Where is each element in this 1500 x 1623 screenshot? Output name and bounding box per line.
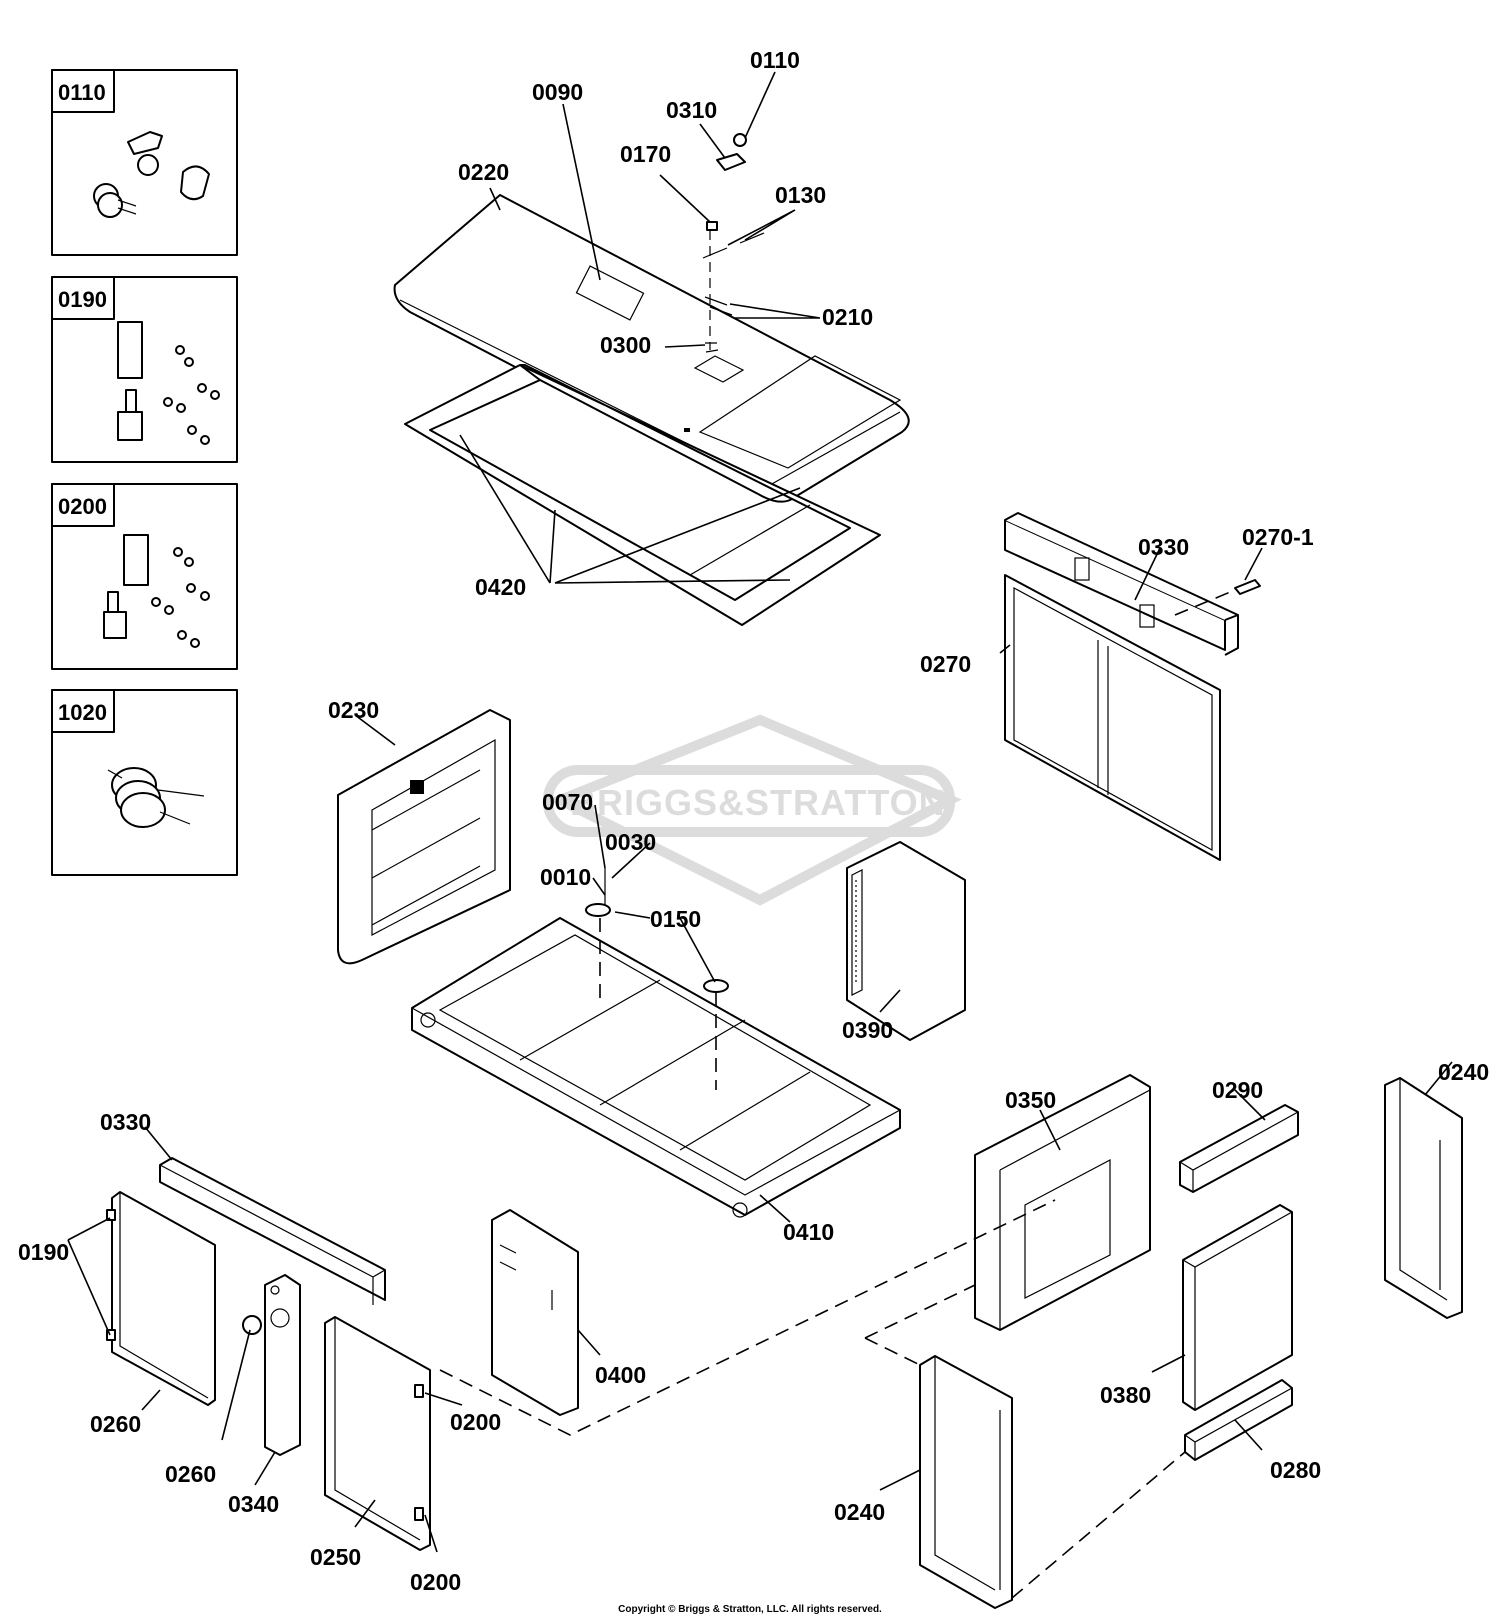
callout-0240-right: 0240 bbox=[1438, 1059, 1489, 1085]
callout-0330-lower: 0330 bbox=[100, 1109, 151, 1135]
callout-0300: 0300 bbox=[600, 332, 651, 358]
clip-0270-1 bbox=[1234, 579, 1261, 595]
inset-box-1020: 1020 bbox=[51, 689, 238, 876]
callout-0240-lower: 0240 bbox=[834, 1499, 885, 1525]
callout-0070: 0070 bbox=[542, 789, 593, 815]
callout-0130: 0130 bbox=[775, 182, 826, 208]
hinge-kit-icon bbox=[117, 321, 220, 445]
callout-0110: 0110 bbox=[750, 47, 800, 73]
copyright-notice: Copyright © Briggs & Stratton, LLC. All … bbox=[618, 1604, 882, 1615]
inset-box-0200: 0200 bbox=[51, 483, 238, 670]
callout-0270: 0270 bbox=[920, 651, 971, 677]
callout-0380: 0380 bbox=[1100, 1382, 1151, 1408]
callout-0390: 0390 bbox=[842, 1017, 893, 1043]
callout-0010: 0010 bbox=[540, 864, 591, 890]
inset-label: 0110 bbox=[58, 80, 106, 105]
panel-0380 bbox=[1182, 1204, 1293, 1411]
gasket-frame bbox=[404, 364, 881, 626]
callout-labels: 0110 0310 0090 0170 0220 0130 0210 0300 … bbox=[18, 47, 1489, 1595]
lock-0110 bbox=[733, 133, 747, 147]
callout-0330-top: 0330 bbox=[1138, 534, 1189, 560]
lock-cam-icon bbox=[93, 131, 210, 218]
knob-and-post bbox=[242, 1274, 301, 1456]
top-hardware bbox=[702, 133, 765, 353]
inset-label: 1020 bbox=[58, 700, 107, 725]
side-frame-lower bbox=[919, 1355, 1013, 1609]
rail-lower bbox=[159, 1157, 386, 1305]
callout-0260-door: 0260 bbox=[90, 1411, 141, 1437]
leader-lines bbox=[67, 71, 1453, 1553]
plate-0310 bbox=[716, 153, 746, 171]
door-right bbox=[324, 1316, 431, 1551]
callout-0200-lower: 0200 bbox=[410, 1569, 461, 1595]
callout-0170: 0170 bbox=[620, 141, 671, 167]
callout-0290: 0290 bbox=[1212, 1077, 1263, 1103]
callout-0190: 0190 bbox=[18, 1239, 69, 1265]
callout-0210: 0210 bbox=[822, 304, 873, 330]
callout-0410: 0410 bbox=[783, 1219, 834, 1245]
callout-0420: 0420 bbox=[475, 574, 526, 600]
trim-0290 bbox=[1179, 1104, 1299, 1193]
callout-0150: 0150 bbox=[650, 906, 701, 932]
callout-0030: 0030 bbox=[605, 829, 656, 855]
callout-0280: 0280 bbox=[1270, 1457, 1321, 1483]
vent-panel bbox=[846, 841, 966, 1041]
door-frame-assembly bbox=[1004, 512, 1261, 861]
callout-0400: 0400 bbox=[595, 1362, 646, 1388]
callout-0200-upper: 0200 bbox=[450, 1409, 501, 1435]
callout-0230: 0230 bbox=[328, 697, 379, 723]
callout-0340: 0340 bbox=[228, 1491, 279, 1517]
callout-0270-1: 0270-1 bbox=[1242, 524, 1314, 550]
briggs-stratton-watermark: BRIGGS&STRATTON bbox=[543, 714, 962, 906]
callout-0090: 0090 bbox=[532, 79, 583, 105]
center-panel bbox=[491, 1209, 579, 1416]
mounts bbox=[585, 868, 729, 1090]
callout-0260-knob: 0260 bbox=[165, 1461, 216, 1487]
base-frame bbox=[411, 917, 901, 1218]
callout-0310: 0310 bbox=[666, 97, 717, 123]
side-panel-left bbox=[337, 709, 511, 965]
inset-box-0110: 0110 bbox=[51, 69, 238, 256]
callout-0220: 0220 bbox=[458, 159, 509, 185]
keys-icon bbox=[107, 767, 205, 828]
side-housing bbox=[974, 1074, 1151, 1331]
callout-0250: 0250 bbox=[310, 1544, 361, 1570]
door-left bbox=[106, 1191, 216, 1406]
inset-label: 0200 bbox=[58, 494, 107, 519]
alignment-lines bbox=[439, 1199, 1186, 1599]
inset-label: 0190 bbox=[58, 287, 107, 312]
hinge-kit-icon bbox=[103, 534, 210, 648]
watermark-text: BRIGGS&STRATTON bbox=[570, 782, 946, 823]
inset-box-0190: 0190 bbox=[51, 276, 238, 463]
callout-0350: 0350 bbox=[1005, 1087, 1056, 1113]
side-frame-right bbox=[1384, 1077, 1463, 1319]
